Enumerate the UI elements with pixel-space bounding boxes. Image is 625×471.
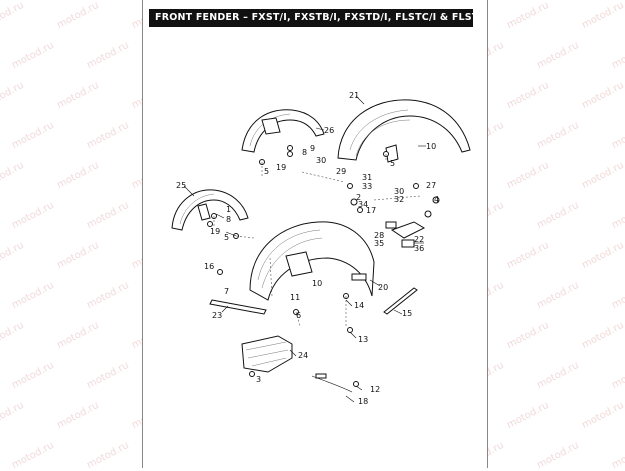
callout-24: 24	[298, 351, 308, 360]
callout-5c: 5	[224, 233, 229, 242]
callout-2: 2	[356, 193, 361, 202]
callout-21: 21	[349, 91, 359, 100]
callout-34: 34	[358, 200, 368, 209]
callout-32: 32	[394, 195, 404, 204]
callout-22: 22	[414, 235, 424, 244]
callout-28: 28	[374, 231, 384, 240]
callout-27: 27	[426, 181, 436, 190]
callout-19a: 19	[276, 163, 286, 172]
callout-18: 18	[358, 397, 368, 406]
diagram-title: FRONT FENDER – FXST/I, FXSTB/I, FXSTD/I,…	[149, 9, 473, 27]
callout-11: 11	[290, 293, 300, 302]
callout-8a: 8	[302, 148, 307, 157]
callout-30b: 30	[394, 187, 404, 196]
trim-24	[241, 335, 293, 373]
callout-14: 14	[354, 301, 364, 310]
callout-15: 15	[402, 309, 412, 318]
callout-29: 29	[336, 167, 346, 176]
fender-21	[337, 99, 471, 163]
callout-8b: 8	[226, 215, 231, 224]
callout-10a: 10	[426, 142, 436, 151]
cable-18	[311, 373, 353, 393]
callout-30a: 30	[316, 156, 326, 165]
fender-20	[249, 221, 375, 301]
fender-25	[171, 189, 249, 231]
callout-26: 26	[324, 126, 334, 135]
callout-4: 4	[434, 195, 439, 204]
rod-15	[383, 287, 418, 315]
callout-3: 3	[256, 375, 261, 384]
callout-5a: 5	[264, 167, 269, 176]
leader-lines	[183, 95, 426, 403]
callout-9: 9	[310, 144, 315, 153]
fasteners	[207, 145, 440, 387]
callout-1: 1	[226, 205, 231, 214]
callout-17: 17	[366, 206, 376, 215]
callout-12: 12	[370, 385, 380, 394]
callout-10b: 10	[312, 279, 322, 288]
callout-6: 6	[296, 311, 301, 320]
callout-13: 13	[358, 335, 368, 344]
callout-33: 33	[362, 182, 372, 191]
callout-35: 35	[374, 239, 384, 248]
callout-labels: 21 26 10 8 9 5 19 30 5 29 31 33 2 34 17 …	[176, 91, 439, 406]
callout-20: 20	[378, 283, 388, 292]
assembly-lines	[213, 154, 421, 327]
fender-tip-light-22	[390, 221, 426, 248]
brace-23	[209, 299, 267, 315]
callout-5b: 5	[390, 159, 395, 168]
callout-23: 23	[212, 311, 222, 320]
fender-26	[241, 109, 325, 153]
callout-16: 16	[204, 262, 214, 271]
callout-19b: 19	[210, 227, 220, 236]
callout-25: 25	[176, 181, 186, 190]
callout-36: 36	[414, 244, 424, 253]
callout-7: 7	[224, 287, 229, 296]
callout-31: 31	[362, 173, 372, 182]
